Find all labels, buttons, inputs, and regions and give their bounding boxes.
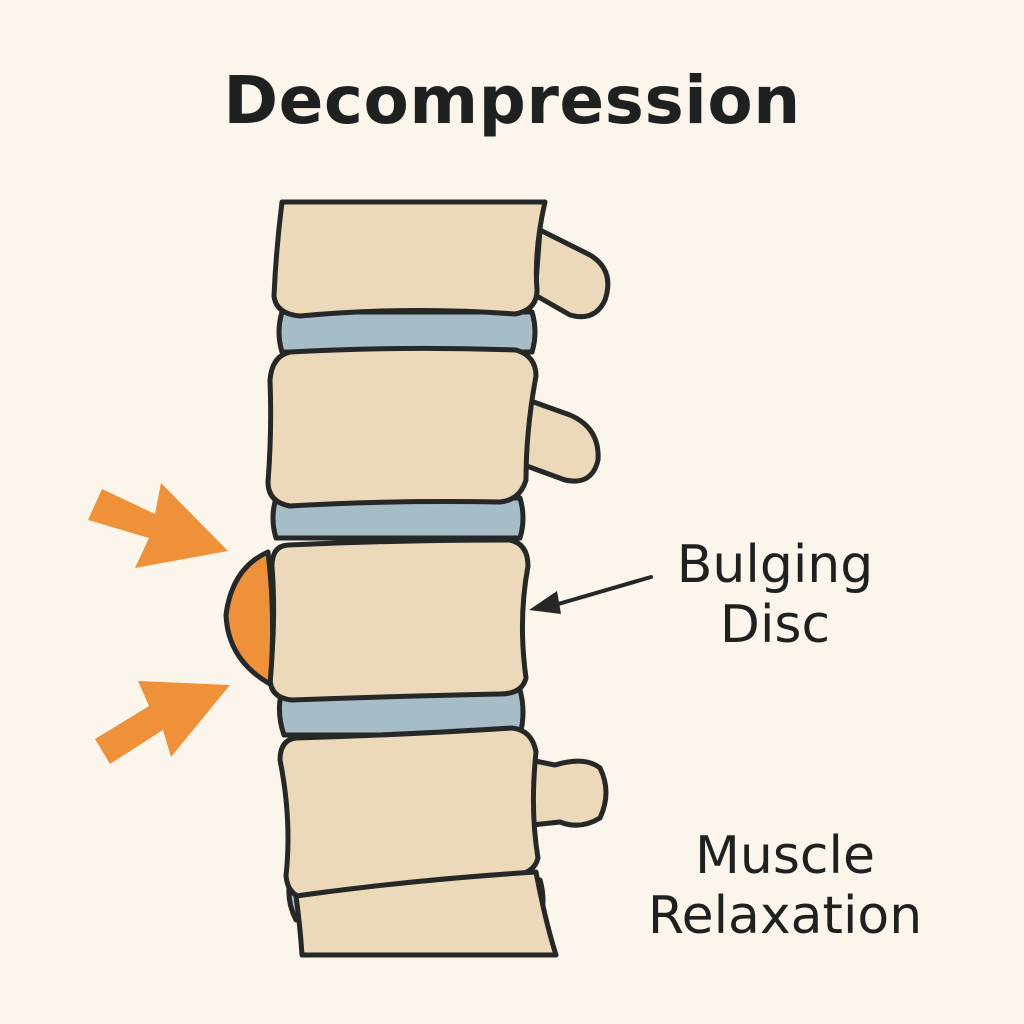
bulging-disc xyxy=(223,549,276,687)
spinous-process-2 xyxy=(521,397,601,484)
intervertebral-disc-2 xyxy=(270,495,526,541)
spinous-process-3 xyxy=(527,757,609,828)
bulging-disc-label-line-1: Bulging xyxy=(676,535,874,595)
bulging-disc-label: Bulging Disc xyxy=(640,535,910,655)
vertebra-3 xyxy=(267,537,531,703)
muscle-relaxation-label-line-2: Relaxation xyxy=(647,886,923,946)
spinous-process-1 xyxy=(532,227,611,320)
intervertebral-disc-1 xyxy=(276,309,538,355)
vertebra-2 xyxy=(265,345,539,509)
diagram-title: Decompression xyxy=(223,62,801,139)
bulging-disc-pointer-head xyxy=(529,591,561,614)
vertebra-1 xyxy=(271,199,548,319)
vertebra-5 xyxy=(293,869,559,958)
muscle-relaxation-label: Muscle Relaxation xyxy=(620,826,950,946)
compression-arrow-upper xyxy=(88,483,228,568)
bulging-disc-label-line-2: Disc xyxy=(719,595,831,655)
muscle-relaxation-label-line-1: Muscle xyxy=(695,826,875,886)
compression-arrow-lower xyxy=(95,681,230,764)
bulging-disc-pointer-line xyxy=(546,575,653,609)
